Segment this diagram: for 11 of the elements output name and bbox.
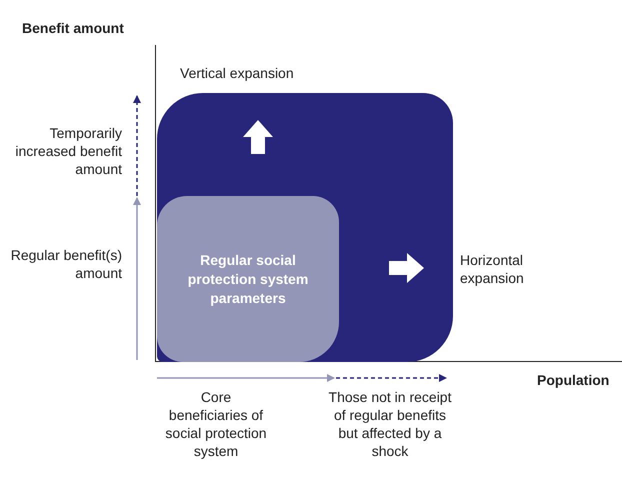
axis-label: Benefit amount <box>22 19 125 37</box>
expansion-area <box>157 93 453 362</box>
axis-label: Those not in receipt of regular benefits but affected by a shock <box>328 388 452 460</box>
rounded-box <box>157 196 339 362</box>
axis-label: Temporarily increased benefit amount <box>14 124 122 178</box>
axis-label: Regular benefit(s) amount <box>10 246 122 282</box>
axis-label: Core beneficiaries of social protection system <box>164 388 268 460</box>
box-label: Regular social protection system parameters <box>186 250 310 308</box>
axis-label: Horizontal expansion <box>460 251 525 287</box>
axis-label: Vertical expansion <box>180 64 295 82</box>
axis-label: Population <box>537 371 610 389</box>
